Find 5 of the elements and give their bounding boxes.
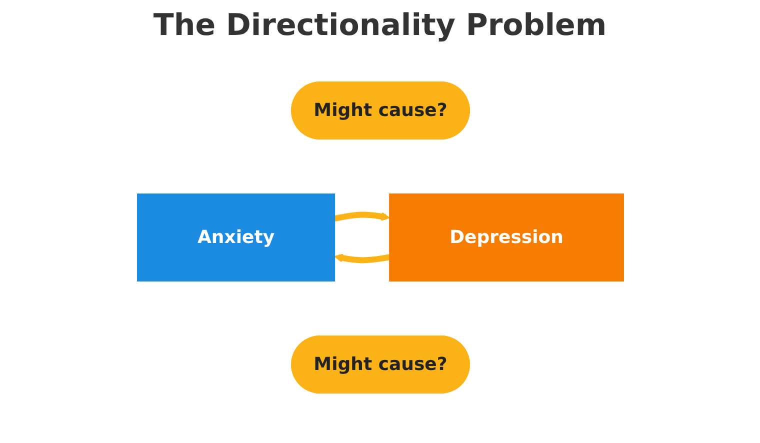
diagram-title: The Directionality Problem bbox=[152, 8, 608, 43]
node-box: Anxiety bbox=[136, 193, 335, 281]
node-box: Depression bbox=[388, 193, 624, 281]
arrow bbox=[334, 253, 390, 263]
arrow bbox=[334, 211, 390, 221]
